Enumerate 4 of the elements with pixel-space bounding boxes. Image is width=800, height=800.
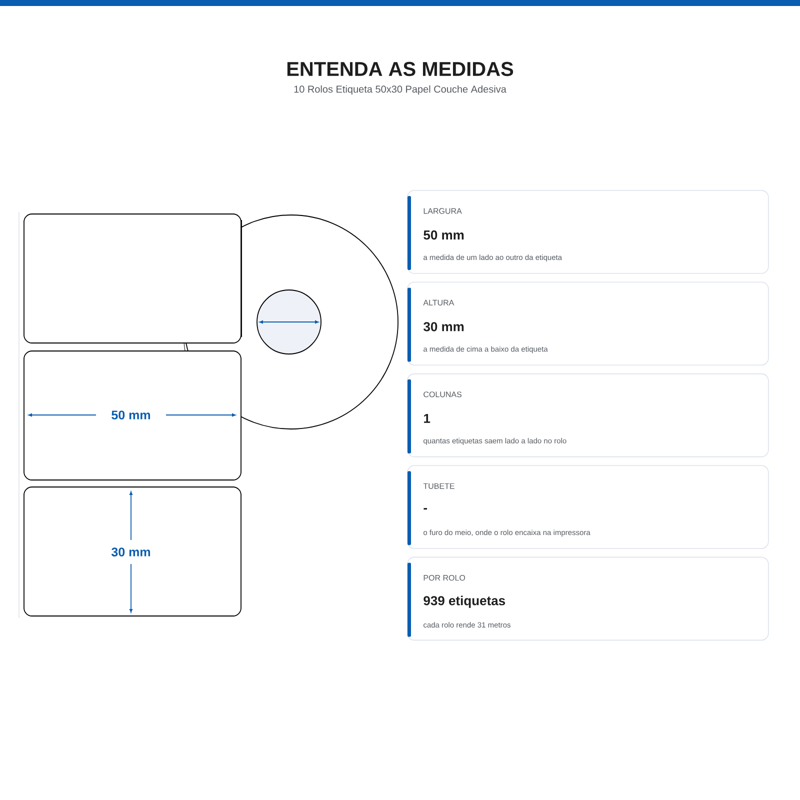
title: ENTENDA AS MEDIDAS [287,62,514,76]
subtitle: 10 Rolos Etiqueta 50x30 Papel Couche Adesiva [294,85,506,95]
dimension-label: 30 mm [111,548,150,556]
dimension-label: 50 mm [112,410,150,420]
